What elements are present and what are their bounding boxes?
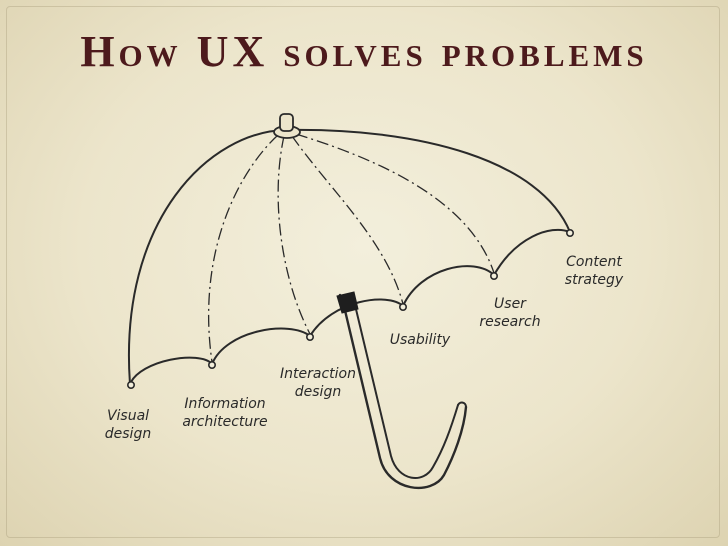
umbrella-handle xyxy=(338,293,468,489)
label-interaction-design: Interaction design xyxy=(280,366,356,400)
umbrella-ferrule xyxy=(273,113,301,139)
umbrella-canopy-top xyxy=(127,128,571,385)
label-visual-design: Visual design xyxy=(104,408,152,442)
label-usability: Usability xyxy=(389,332,451,348)
slide-title: How UX solves problems xyxy=(80,27,648,76)
umbrella-ribs xyxy=(208,133,495,363)
label-information-architecture: Information architecture xyxy=(182,396,268,430)
umbrella-handle-collar xyxy=(336,291,359,314)
umbrella-rib-tips xyxy=(127,229,574,389)
label-user-research: User research xyxy=(479,296,541,330)
umbrella-canopy-edge xyxy=(129,228,571,385)
label-content-strategy: Content strategy xyxy=(564,254,624,288)
